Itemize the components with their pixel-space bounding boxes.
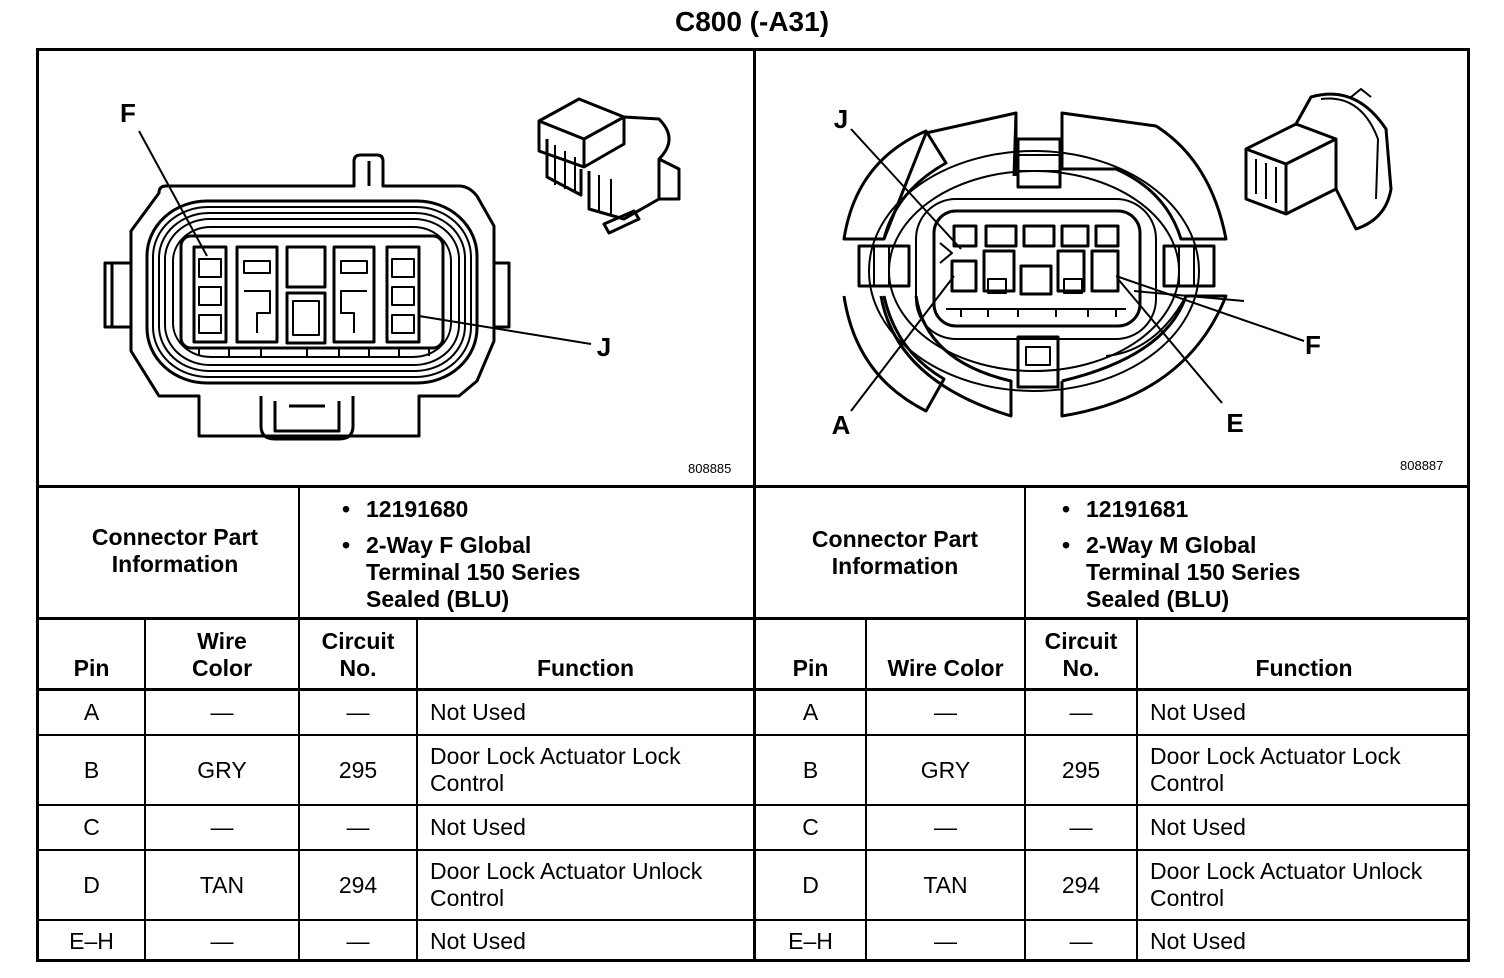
function-cell: Door Lock Actuator Lock Control	[430, 743, 681, 796]
col-divider-left-3	[416, 619, 418, 962]
wire-color-cell: TAN	[199, 871, 245, 898]
pin-cell: E–H	[788, 927, 833, 954]
pin-cell: B	[802, 756, 819, 783]
function-cell: Door Lock Actuator Lock Control	[1150, 743, 1401, 796]
circuit-cell: —	[1069, 699, 1093, 725]
callout-f: F	[1305, 329, 1321, 360]
pin-cell: A	[83, 699, 100, 725]
col-divider-right-3	[1136, 619, 1138, 962]
part-description-item: •2-Way M Global Terminal 150 Series Seal…	[1062, 532, 1301, 612]
col-divider-right-1	[865, 619, 867, 962]
function-cell: Not Used	[1150, 927, 1246, 954]
circuit-cell: —	[1069, 814, 1093, 840]
callout-f: F	[120, 97, 136, 128]
circuit-cell: 295	[338, 756, 378, 783]
function-cell: Not Used	[430, 699, 526, 725]
circuit-cell: —	[346, 814, 370, 840]
row-rule	[36, 919, 1470, 921]
header-function: Function	[536, 655, 635, 681]
info-divider-left	[298, 486, 300, 962]
row-rule	[36, 804, 1470, 806]
row-rule	[36, 849, 1470, 851]
pin-cell: D	[83, 871, 100, 898]
pin-cell: C	[83, 814, 100, 840]
circuit-cell: 294	[338, 871, 378, 898]
circuit-cell: 294	[1061, 871, 1101, 898]
callout-j: J	[833, 103, 849, 134]
figure-id-left: 808885	[688, 461, 732, 476]
part-number-item: •12191680	[342, 496, 469, 522]
wire-color-cell: —	[210, 699, 234, 725]
header-pin: Pin	[792, 655, 829, 681]
part-info-list: •12191680 •2-Way F Global Terminal 150 S…	[342, 496, 742, 622]
function-cell: Not Used	[430, 814, 526, 840]
pin-cell: A	[802, 699, 819, 725]
info-bottom-rule	[36, 617, 1470, 620]
pin-cell: E–H	[69, 927, 114, 954]
wire-color-cell: —	[934, 927, 957, 954]
info-divider-right	[1024, 486, 1026, 962]
callout-a: A	[831, 409, 851, 440]
function-cell: Not Used	[430, 927, 526, 954]
part-info-list: •12191681 •2-Way M Global Terminal 150 S…	[1062, 496, 1462, 622]
diagram-bottom-rule	[36, 485, 1470, 488]
male-connector-diagram	[842, 88, 1393, 418]
circuit-cell: —	[1069, 927, 1093, 954]
wire-color-cell: —	[210, 927, 234, 954]
function-cell: Not Used	[1150, 699, 1246, 725]
function-cell: Door Lock Actuator Unlock Control	[1150, 858, 1423, 911]
female-connector-diagram	[103, 97, 681, 441]
callout-e: E	[1226, 407, 1244, 438]
row-rule	[36, 734, 1470, 736]
header-wire-color: Wire Color	[887, 655, 1004, 681]
wire-color-cell: —	[934, 814, 957, 840]
header-circuit: Circuit No.	[1044, 628, 1118, 681]
wire-color-cell: GRY	[920, 756, 971, 783]
header-circuit: Circuit No.	[321, 628, 395, 681]
wire-color-cell: TAN	[923, 871, 968, 898]
function-cell: Not Used	[1150, 814, 1246, 840]
wire-color-cell: —	[210, 814, 234, 840]
page-title: C800 (-A31)	[674, 6, 830, 37]
wire-color-cell: GRY	[197, 756, 247, 783]
function-cell: Door Lock Actuator Unlock Control	[430, 858, 703, 911]
center-divider	[753, 48, 756, 962]
circuit-cell: —	[346, 927, 370, 954]
pin-cell: D	[802, 871, 819, 898]
part-info-label: Connector Part Information	[91, 524, 259, 577]
callout-j: J	[596, 331, 612, 362]
wire-color-cell: —	[934, 699, 957, 725]
part-description-item: •2-Way F Global Terminal 150 Series Seal…	[342, 532, 581, 612]
figure-id-right: 808887	[1400, 458, 1444, 473]
header-pin: Pin	[73, 655, 110, 681]
header-function: Function	[1255, 655, 1353, 681]
col-divider-left-1	[144, 619, 146, 962]
part-number-item: •12191681	[1062, 496, 1189, 522]
header-wire-color: Wire Color	[191, 628, 253, 681]
pin-cell: C	[802, 814, 819, 840]
pin-cell: B	[83, 756, 100, 783]
header-bottom-rule	[36, 688, 1470, 691]
circuit-cell: 295	[1061, 756, 1101, 783]
circuit-cell: —	[346, 699, 370, 725]
part-info-label: Connector Part Information	[811, 526, 979, 579]
